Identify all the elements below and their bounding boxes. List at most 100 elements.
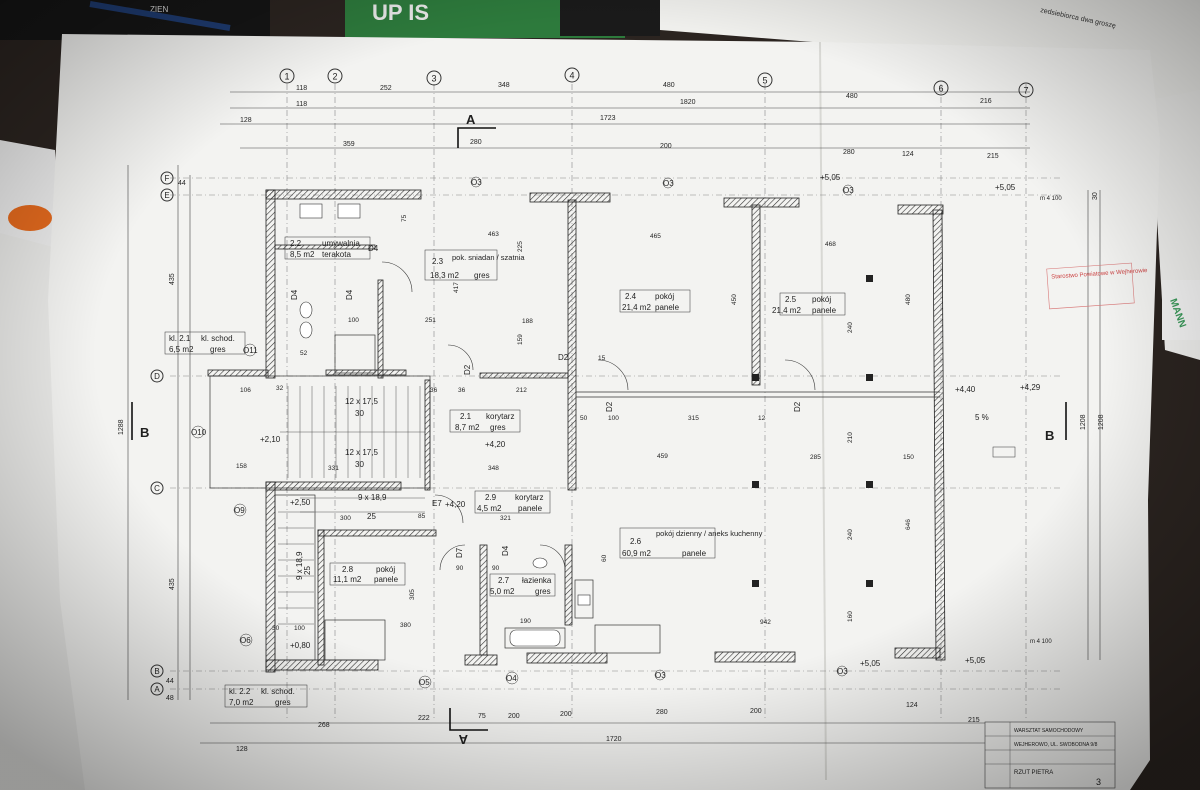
dim: 280 [656,709,668,716]
svg-text:4: 4 [569,71,574,81]
svg-text:pokój: pokój [376,565,395,574]
svg-text:25: 25 [367,512,376,521]
svg-text:942: 942 [760,619,771,626]
dim: 435 [169,273,176,285]
section-A-bottom: A [458,732,468,747]
svg-text:O3: O3 [843,186,854,195]
svg-text:pokój: pokój [655,292,674,301]
dim: 128 [240,117,252,124]
svg-text:2.9: 2.9 [485,493,497,502]
wall [479,372,569,379]
svg-text:60,9 m2: 60,9 m2 [622,549,651,558]
svg-text:panele: panele [374,575,399,584]
project-address: WEJHEROWO, UL. SWOBODNA 9/8 [1014,742,1098,748]
opening-O5: O5 [418,675,432,689]
svg-text:15: 15 [598,355,606,362]
wall [325,369,407,376]
wall [714,651,796,663]
wall [424,379,431,491]
svg-text:30: 30 [355,409,364,418]
dim: 280 [843,149,855,156]
svg-text:gres: gres [490,423,506,432]
svg-text:60: 60 [601,554,608,562]
dim: 200 [750,708,762,715]
svg-text:A: A [154,685,160,694]
svg-text:+5,05: +5,05 [860,659,881,668]
wall [265,189,276,379]
dim: 1208 [1080,414,1087,430]
svg-text:D4: D4 [368,244,379,253]
svg-text:umywalnia: umywalnia [322,239,360,248]
svg-text:gres: gres [275,698,291,707]
opening-O3-c: O3 [842,184,854,196]
svg-text:6,5 m2: 6,5 m2 [169,345,194,354]
svg-text:D2: D2 [558,353,569,362]
svg-text:36: 36 [458,387,466,394]
svg-text:pokój dzienny / aneks kuchenny: pokój dzienny / aneks kuchenny [656,529,763,538]
svg-text:+0,80: +0,80 [290,641,311,650]
toilet-icon [299,301,313,319]
opening-O10: O10 [191,425,207,439]
dim: 44 [166,678,174,685]
svg-text:21,4 m2: 21,4 m2 [622,303,651,312]
svg-text:kl. 2.1: kl. 2.1 [169,334,191,343]
sheet-number: 3 [1096,777,1101,787]
section-B-left: B [140,425,149,440]
wall [377,279,384,379]
svg-text:7: 7 [1023,86,1028,96]
svg-text:korytarz: korytarz [486,412,514,421]
svg-text:468: 468 [825,241,836,248]
svg-text:90: 90 [456,565,464,572]
dim: 118 [296,101,307,108]
svg-text:331: 331 [328,465,339,472]
title-block: WARSZTAT SAMOCHODOWY WEJHEROWO, UL. SWOB… [984,721,1116,789]
svg-text:D4: D4 [290,289,299,300]
svg-text:2.3: 2.3 [432,257,444,266]
dim: 480 [846,93,858,100]
svg-text:D2: D2 [605,401,614,412]
svg-text:2.4: 2.4 [625,292,637,301]
svg-text:D2: D2 [793,401,802,412]
drawing-sheet [48,34,1160,790]
svg-text:O11: O11 [243,346,258,355]
svg-text:32: 32 [276,385,284,392]
svg-text:2.5: 2.5 [785,295,797,304]
svg-text:300: 300 [340,515,351,522]
svg-text:+2,10: +2,10 [260,435,281,444]
svg-text:321: 321 [500,515,511,522]
svg-text:160: 160 [847,611,854,622]
svg-text:gres: gres [474,271,490,280]
wall [723,197,800,208]
dim: 268 [318,722,330,729]
dim: 1208 [1098,414,1105,430]
svg-text:7,0 m2: 7,0 m2 [229,698,254,707]
opening-O9: O9 [233,503,247,517]
dim: 1720 [606,736,622,743]
project-title: WARSZTAT SAMOCHODOWY [1014,728,1084,734]
svg-text:9 x 18,9: 9 x 18,9 [358,493,387,502]
svg-text:+2,50: +2,50 [290,498,311,507]
svg-text:90: 90 [492,565,500,572]
svg-text:52: 52 [300,350,308,357]
svg-text:417: 417 [453,282,460,293]
svg-text:450: 450 [731,294,738,305]
svg-text:100: 100 [348,317,359,324]
wall [265,481,402,491]
dim: 200 [508,713,520,720]
svg-text:łazienka: łazienka [522,576,552,585]
svg-text:2.7: 2.7 [498,576,510,585]
svg-text:D4: D4 [345,289,354,300]
svg-text:212: 212 [516,387,527,394]
dim: 222 [418,715,430,722]
sink-icon [577,594,591,606]
svg-text:75: 75 [401,214,408,222]
svg-text:gres: gres [535,587,551,596]
svg-text:8,5 m2: 8,5 m2 [290,250,315,259]
svg-text:kl. schod.: kl. schod. [201,334,235,343]
svg-text:285: 285 [810,454,821,461]
svg-text:panele: panele [812,306,837,315]
svg-text:D7: D7 [455,547,464,558]
svg-text:5,0 m2: 5,0 m2 [490,587,515,596]
svg-text:O9: O9 [234,506,245,515]
